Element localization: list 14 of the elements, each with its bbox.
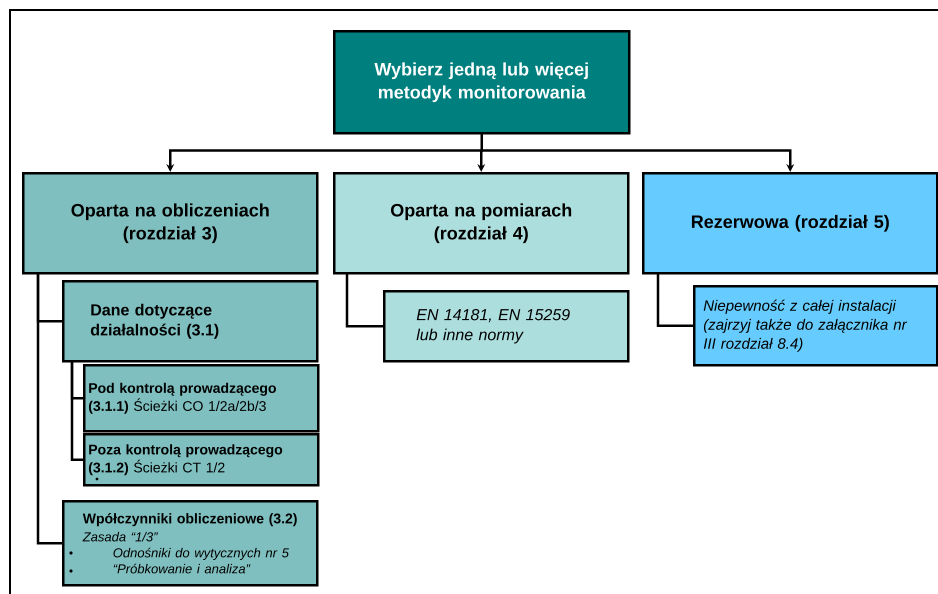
method-box: Oparta na pomiarach (rozdział 4) (333, 172, 630, 274)
connector-line (70, 362, 83, 461)
category-box: Dane dotyczące działalności (3.1) (62, 280, 318, 362)
method-box: Oparta na obliczeniach (rozdział 3) (22, 172, 318, 274)
category-box: Poza kontrolą prowadzącego (3.1.2) Ścieżki CT 1/2 (83, 433, 320, 486)
connector-line (36, 274, 62, 544)
fallback-box: Niepewność z całej instalacji (zajrzyj także do załącznika nr III rozdział 8.4) (693, 285, 938, 366)
title-box: Wybierz jedną lub więcej metodyk monitorowania (333, 30, 630, 134)
standard-box: EN 14181, EN 15259 lub inne normy (383, 290, 630, 362)
connector-line (656, 274, 693, 327)
category-box: Wpółczynniki obliczeniowe (3.2) Zasada “1/3” Odnośniki do wytycznych nr 5 “Próbkowanie i analiza” (62, 500, 318, 586)
method-box: Rezerwowa (rozdział 5) (642, 172, 938, 274)
category-box: Pod kontrolą prowadzącego (3.1.1) Ścieżki CO 1/2a/2b/3 (83, 364, 320, 432)
connector-line (346, 274, 383, 328)
